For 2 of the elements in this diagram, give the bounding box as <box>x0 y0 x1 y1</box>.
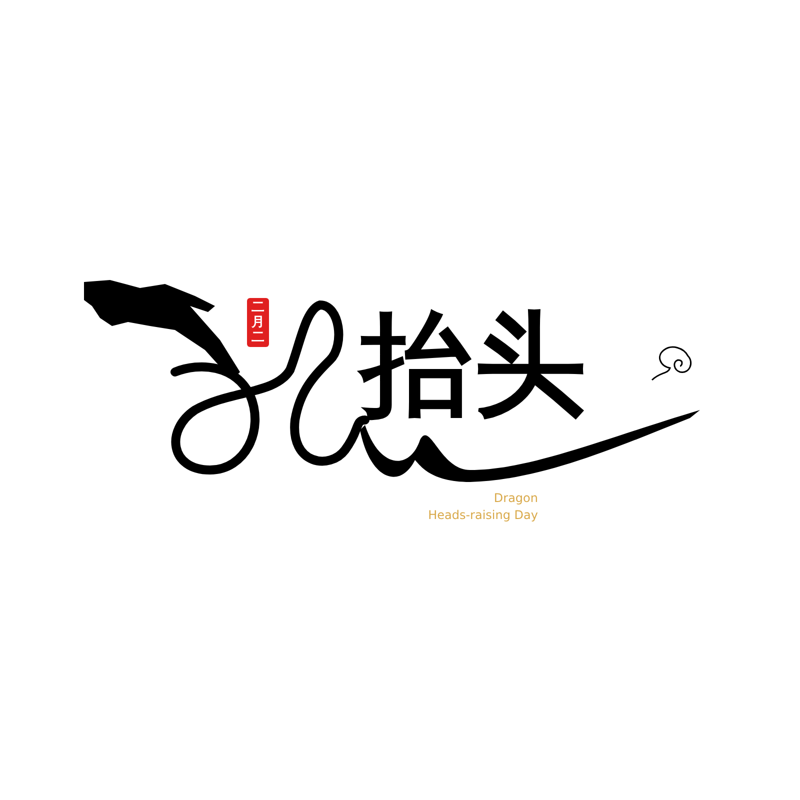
seal-stamp: 二月二 <box>247 298 269 347</box>
subtitle: Dragon Heads-raising Day <box>427 490 538 524</box>
